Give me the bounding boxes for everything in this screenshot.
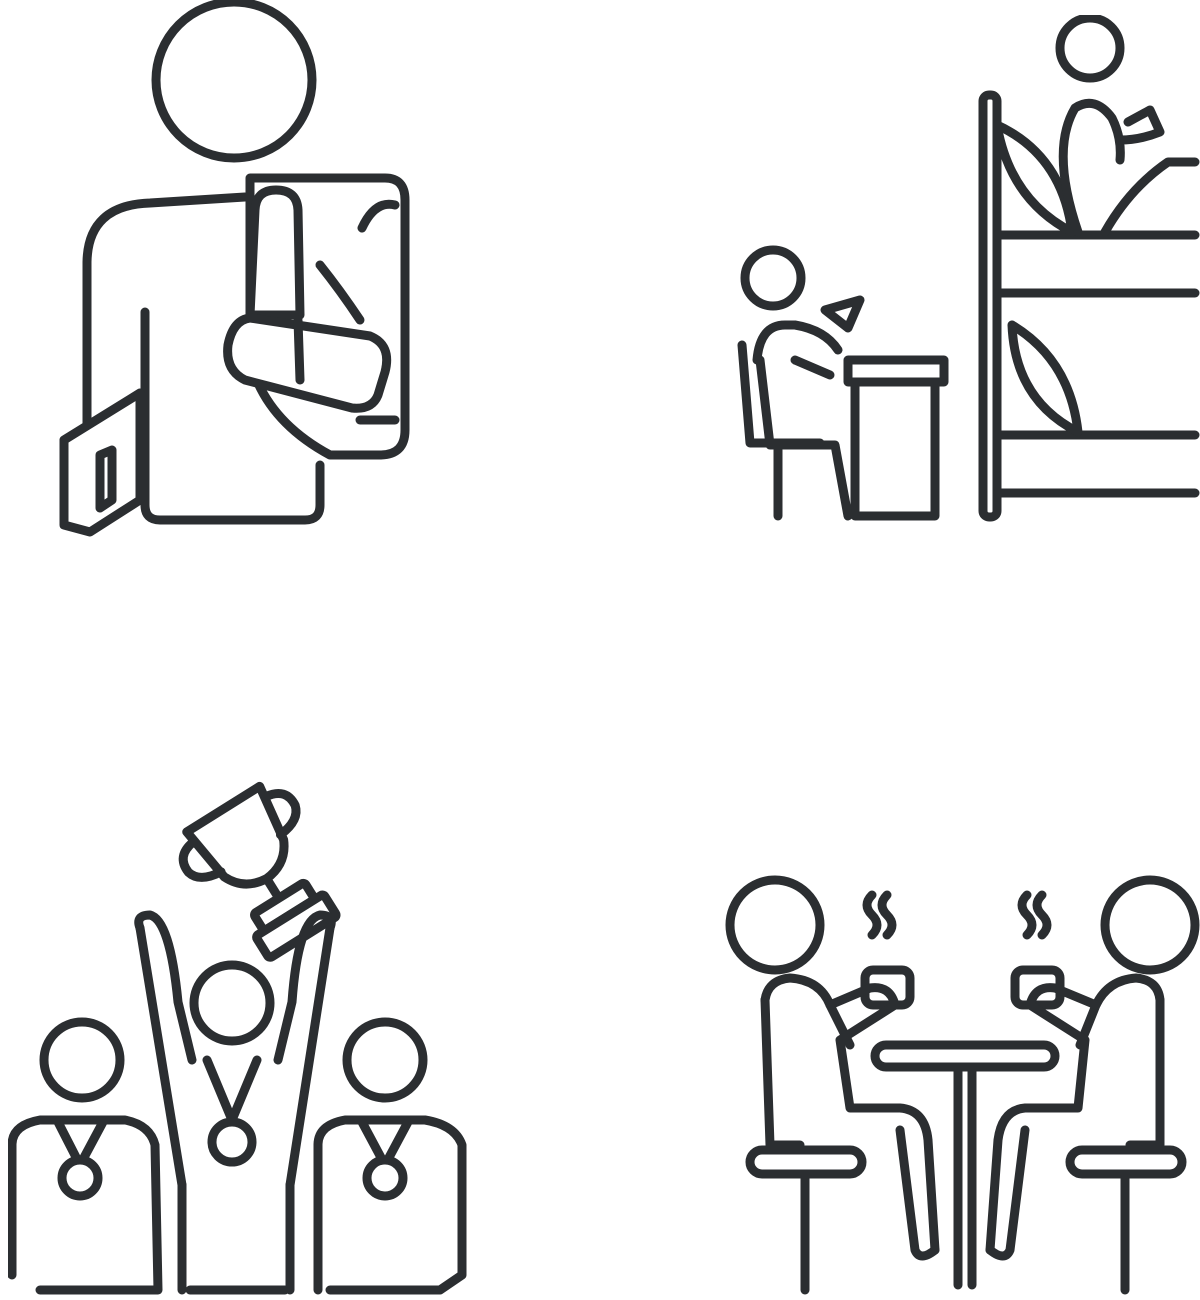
team-victory-trophy-icon	[7, 745, 473, 1295]
dormitory-room-icon	[728, 13, 1200, 525]
student-with-backpack-icon	[40, 0, 440, 560]
coffee-meeting-icon	[725, 875, 1200, 1295]
